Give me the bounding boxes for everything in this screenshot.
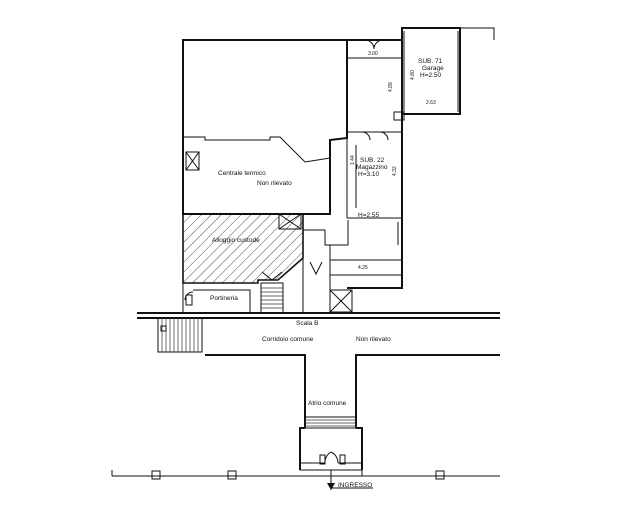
street-boundary [111,469,500,480]
dim-4-89: 4.89 [388,82,394,92]
label-sub71-line2: Garage [422,65,444,72]
sub22-magazzino [330,39,403,289]
label-portineria: Portineria [210,295,238,302]
label-ingresso: INGRESSO [338,482,372,489]
label-centrale-termico: Centrale termico [218,170,266,177]
dim-3-00: 3.00 [368,51,378,57]
dim-1-44: 1.44 [350,155,356,165]
dim-4-25: 4.25 [358,265,368,271]
dim-2-63: 2.63 [426,100,436,106]
atrio-comune [299,416,373,490]
sub71-garage [393,27,495,121]
label-sub22-line1: SUB. 22 [360,157,385,164]
label-alloggio-custode: Alloggio custode [212,237,260,244]
dim-4-32: 4.32 [392,166,398,176]
label-sub22-line2: Magazzino [356,164,388,171]
portineria-room [182,283,251,313]
label-non-rilevato-top: Non rilevato [257,180,292,187]
label-atrio-comune: Atrio comune [308,400,347,407]
label-corridoio-comune: Corridoio comune [262,336,314,343]
label-scala-b: Scala B [296,320,318,327]
alloggio-custode-room [182,213,349,284]
label-sub22-line3: H=3.10 [358,171,380,178]
dim-4-80: 4.80 [410,70,416,80]
label-non-rilevato-corridor: Non rilevato [356,336,391,343]
label-sub71-line3: H=2.50 [420,72,442,79]
centrale-termico-room [182,39,348,215]
corridoio-comune [137,312,500,428]
label-sub71-line1: SUB. 71 [418,58,443,65]
dim-h-2-55: H=2.55 [358,212,380,219]
